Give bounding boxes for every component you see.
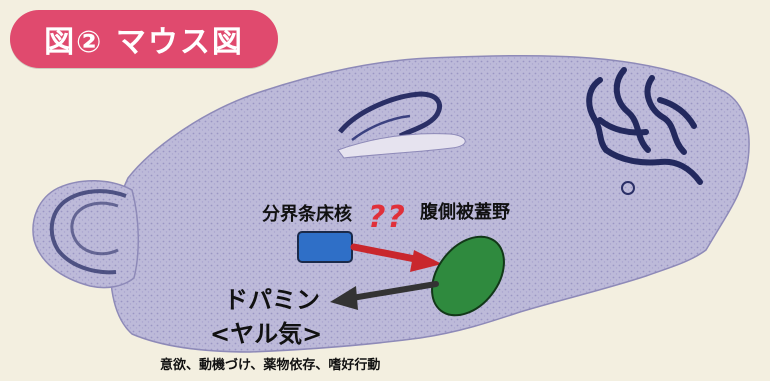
question-marks: ??: [368, 200, 407, 235]
label-yaruki: <ヤル気>: [210, 322, 322, 346]
label-functions: 意欲、動機づけ、薬物依存、嗜好行動: [160, 359, 380, 372]
label-dopamine: ドパミン: [224, 288, 320, 312]
label-vta: 腹側被蓋野: [420, 204, 510, 222]
label-bnst: 分界条床核: [262, 206, 352, 224]
bnst-box: [298, 232, 352, 262]
title-badge: 図② マウス図: [10, 10, 278, 68]
